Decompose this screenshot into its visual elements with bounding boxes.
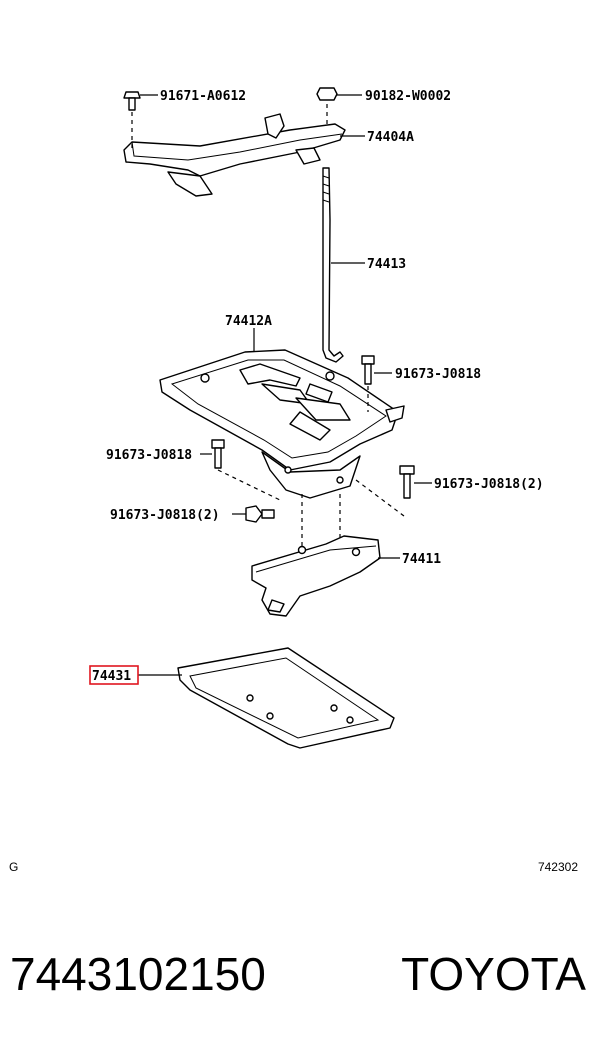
- callout-91673-J0818-left: 91673-J0818: [106, 448, 192, 463]
- footer-part-number: 7443102150: [10, 948, 266, 1000]
- callout-74404A: 74404A: [367, 130, 414, 145]
- nut-90182-W0002: [316, 87, 338, 128]
- bolt-91673-J0818-left: [211, 439, 281, 501]
- callout-74413: 74413: [367, 257, 406, 272]
- callout-74431: 74431: [92, 669, 131, 684]
- battery-tray-74412A: [159, 349, 405, 499]
- callout-74412A: 74412A: [225, 314, 272, 329]
- callout-91671-A0612: 91671-A0612: [160, 89, 246, 104]
- callout-91673-J0818-2-right: 91673-J0818(2): [434, 477, 544, 492]
- callout-74411: 74411: [402, 552, 441, 567]
- corner-label-left: G: [9, 860, 18, 874]
- bolt-91671-A0612: [123, 91, 141, 150]
- clamp-bar-74404A: [123, 113, 346, 197]
- tray-mat-74431: [177, 647, 395, 749]
- callout-90182-W0002: 90182-W0002: [365, 89, 451, 104]
- highlight-box-74431: [89, 665, 139, 685]
- bolt-91673-J0818-side: [245, 494, 341, 548]
- rod-74413: [322, 167, 344, 363]
- callout-91673-J0818-2-side: 91673-J0818(2): [110, 508, 220, 523]
- corner-label-right: 742302: [538, 860, 578, 874]
- callout-91673-J0818-upper: 91673-J0818: [395, 367, 481, 382]
- footer-brand: TOYOTA: [401, 948, 586, 1000]
- bolt-91673-J0818-upper: [361, 355, 375, 412]
- leader-lines: [138, 94, 432, 676]
- bracket-74411: [251, 535, 381, 617]
- bolt-91673-J0818-right: [355, 465, 415, 517]
